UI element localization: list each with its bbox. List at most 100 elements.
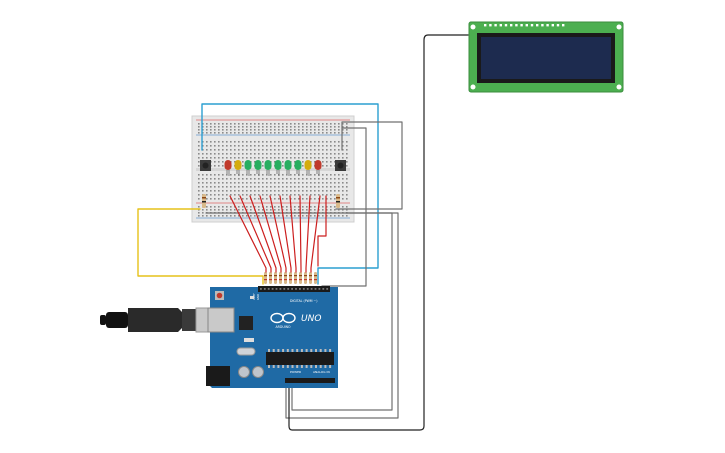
- atmega-chip: [266, 352, 334, 365]
- breadboard-hole: [338, 141, 340, 143]
- breadboard-hole: [270, 194, 272, 196]
- breadboard-hole: [330, 178, 332, 180]
- breadboard-hole: [278, 198, 280, 200]
- breadboard-hole: [198, 174, 200, 176]
- breadboard-hole: [198, 182, 200, 184]
- breadboard-hole: [314, 174, 316, 176]
- breadboard-hole: [258, 182, 260, 184]
- wire-yellow[interactable]: [137, 208, 264, 285]
- chip-leg: [296, 365, 299, 368]
- breadboard-hole: [302, 141, 304, 143]
- breadboard-hole: [274, 174, 276, 176]
- breadboard-hole: [218, 206, 220, 208]
- header-pin: [310, 288, 313, 290]
- breadboard-hole: [262, 123, 264, 125]
- breadboard-hole: [246, 126, 248, 128]
- breadboard-hole: [326, 165, 328, 167]
- breadboard-hole: [198, 149, 200, 151]
- wire-gray[interactable]: [335, 121, 403, 210]
- breadboard-hole: [326, 194, 328, 196]
- breadboard-hole: [254, 129, 256, 131]
- breadboard-hole: [298, 182, 300, 184]
- header-pin: [326, 288, 329, 290]
- wire-red[interactable]: [249, 195, 277, 273]
- breadboard-hole: [282, 145, 284, 147]
- chip-leg: [305, 349, 308, 352]
- breadboard-hole: [346, 194, 348, 196]
- push-button-right[interactable]: [335, 160, 346, 171]
- breadboard-hole: [306, 194, 308, 196]
- breadboard[interactable]: [191, 115, 355, 223]
- breadboard-hole: [294, 123, 296, 125]
- breadboard-hole: [234, 126, 236, 128]
- breadboard-hole: [294, 129, 296, 131]
- lcd-module[interactable]: GND: [461, 21, 624, 93]
- breadboard-hole: [202, 145, 204, 147]
- lcd-pin: [551, 24, 554, 27]
- wire-red[interactable]: [279, 195, 292, 273]
- breadboard-hole: [226, 157, 228, 159]
- wire-red[interactable]: [310, 195, 321, 273]
- breadboard-hole: [210, 178, 212, 180]
- breadboard-hole: [338, 186, 340, 188]
- wire-red[interactable]: [229, 195, 267, 273]
- breadboard-hole: [314, 129, 316, 131]
- chip-leg: [268, 365, 270, 368]
- wire-blue[interactable]: [201, 103, 379, 285]
- breadboard-hole: [310, 182, 312, 184]
- resistor-band: [269, 279, 272, 281]
- wires[interactable]: [137, 34, 469, 431]
- resistor-band: [299, 275, 302, 277]
- breadboard-hole: [234, 198, 236, 200]
- breadboard-hole: [278, 206, 280, 208]
- wire-red[interactable]: [299, 195, 302, 273]
- breadboard-hole: [334, 190, 336, 192]
- breadboard-hole: [266, 178, 268, 180]
- breadboard-hole: [210, 186, 212, 188]
- wire-gray[interactable]: [321, 127, 367, 287]
- arduino-uno[interactable]: ARDUINO UNO DIGITAL (PWM ~) POWER ANALOG…: [206, 286, 338, 388]
- breadboard-hole: [266, 190, 268, 192]
- breadboard-hole: [310, 198, 312, 200]
- breadboard-hole: [346, 145, 348, 147]
- breadboard-hole: [198, 215, 200, 217]
- breadboard-hole: [342, 209, 344, 211]
- breadboard-hole: [294, 149, 296, 151]
- wire-red[interactable]: [259, 195, 282, 273]
- breadboard-hole: [318, 215, 320, 217]
- breadboard-hole: [346, 174, 348, 176]
- breadboard-hole: [198, 141, 200, 143]
- wire-red[interactable]: [269, 195, 287, 273]
- wire-red[interactable]: [239, 195, 272, 273]
- breadboard-hole: [270, 209, 272, 211]
- breadboard-hole: [290, 129, 292, 131]
- breadboard-hole: [294, 198, 296, 200]
- breadboard-hole: [326, 145, 328, 147]
- lcd-mount-hole: [616, 24, 622, 30]
- breadboard-hole: [230, 132, 232, 134]
- wire-red[interactable]: [317, 195, 327, 267]
- wire-gray[interactable]: [205, 212, 393, 411]
- breadboard-hole: [310, 149, 312, 151]
- breadboard-hole: [314, 209, 316, 211]
- wire-red[interactable]: [289, 195, 297, 273]
- breadboard-hole: [250, 186, 252, 188]
- breadboard-hole: [230, 145, 232, 147]
- breadboard-hole: [298, 145, 300, 147]
- breadboard-hole: [274, 129, 276, 131]
- breadboard-hole: [234, 157, 236, 159]
- wire-red[interactable]: [305, 195, 311, 273]
- usb-cable[interactable]: [100, 307, 225, 333]
- breadboard-hole: [346, 182, 348, 184]
- breadboard-hole: [262, 149, 264, 151]
- breadboard-hole: [302, 123, 304, 125]
- push-button-left[interactable]: [200, 160, 211, 171]
- breadboard-hole: [198, 123, 200, 125]
- breadboard-hole: [230, 209, 232, 211]
- header-pin: [260, 288, 262, 290]
- breadboard-hole: [278, 145, 280, 147]
- breadboard-hole: [214, 165, 216, 167]
- wire-black[interactable]: [288, 34, 469, 431]
- resistor-band: [309, 275, 312, 277]
